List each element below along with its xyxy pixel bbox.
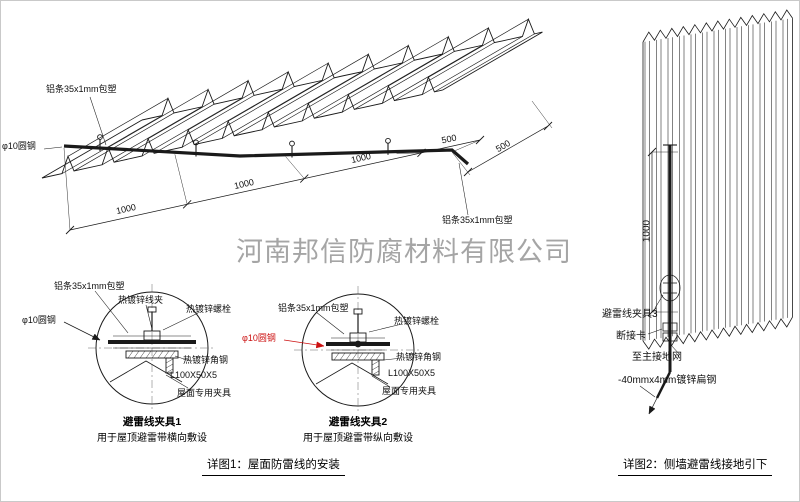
caption-detail2: 详图2：侧墙避雷线接地引下 (618, 456, 773, 476)
detail2-label-round-steel: φ10圆钢 (242, 333, 276, 343)
detail1-label-angle-steel: 热镀锌角钢 (183, 355, 229, 365)
wall-dim-1000: 1000 (641, 219, 653, 243)
roof-label-round-steel: φ10圆钢 (2, 141, 36, 151)
detail1-label-round-steel: φ10圆钢 (22, 315, 56, 325)
detail1-label-aluminum-strip: 铝条35x1mm包塑 (54, 281, 125, 291)
roof-label-aluminum-strip-right: 铝条35x1mm包塑 (442, 215, 513, 225)
caption-detail1: 详图1：屋面防雷线的安装 (202, 456, 345, 476)
detail2-title: 避雷线夹具2 (328, 416, 388, 428)
wall-label-clamp3: 避雷线夹具3 (602, 309, 658, 320)
detail1-label-wire-clamp: 热镀锌线夹 (118, 295, 164, 305)
detail2-subtitle: 用于屋顶避雷带纵向敷设 (303, 433, 413, 444)
wall-label-to-ground: 至主接地网 (632, 352, 682, 363)
wall-label-flat-steel: -40mmx4mm镀锌扁钢 (618, 375, 717, 386)
detail2-label-aluminum-strip: 铝条35x1mm包塑 (278, 303, 349, 313)
detail1-label-fixture: 屋面专用夹具 (177, 388, 232, 398)
detail2-label-angle-spec: L100X50X5 (388, 368, 436, 378)
detail2-label-bolt: 热镀锌螺栓 (394, 316, 440, 326)
detail2-label-fixture: 屋面专用夹具 (382, 386, 437, 396)
detail1-label-angle-spec: L100X50X5 (170, 370, 218, 380)
roof-label-aluminum-strip-top: 铝条35x1mm包塑 (46, 84, 117, 94)
detail1-label-bolt: 热镀锌螺栓 (186, 304, 232, 314)
detail1-subtitle: 用于屋顶避雷带横向敷设 (97, 433, 207, 444)
detail2-label-angle-steel: 热镀锌角钢 (396, 352, 442, 362)
detail1-title: 避雷线夹具1 (122, 416, 182, 428)
wall-label-disconnect: 断接卡 (616, 331, 646, 342)
